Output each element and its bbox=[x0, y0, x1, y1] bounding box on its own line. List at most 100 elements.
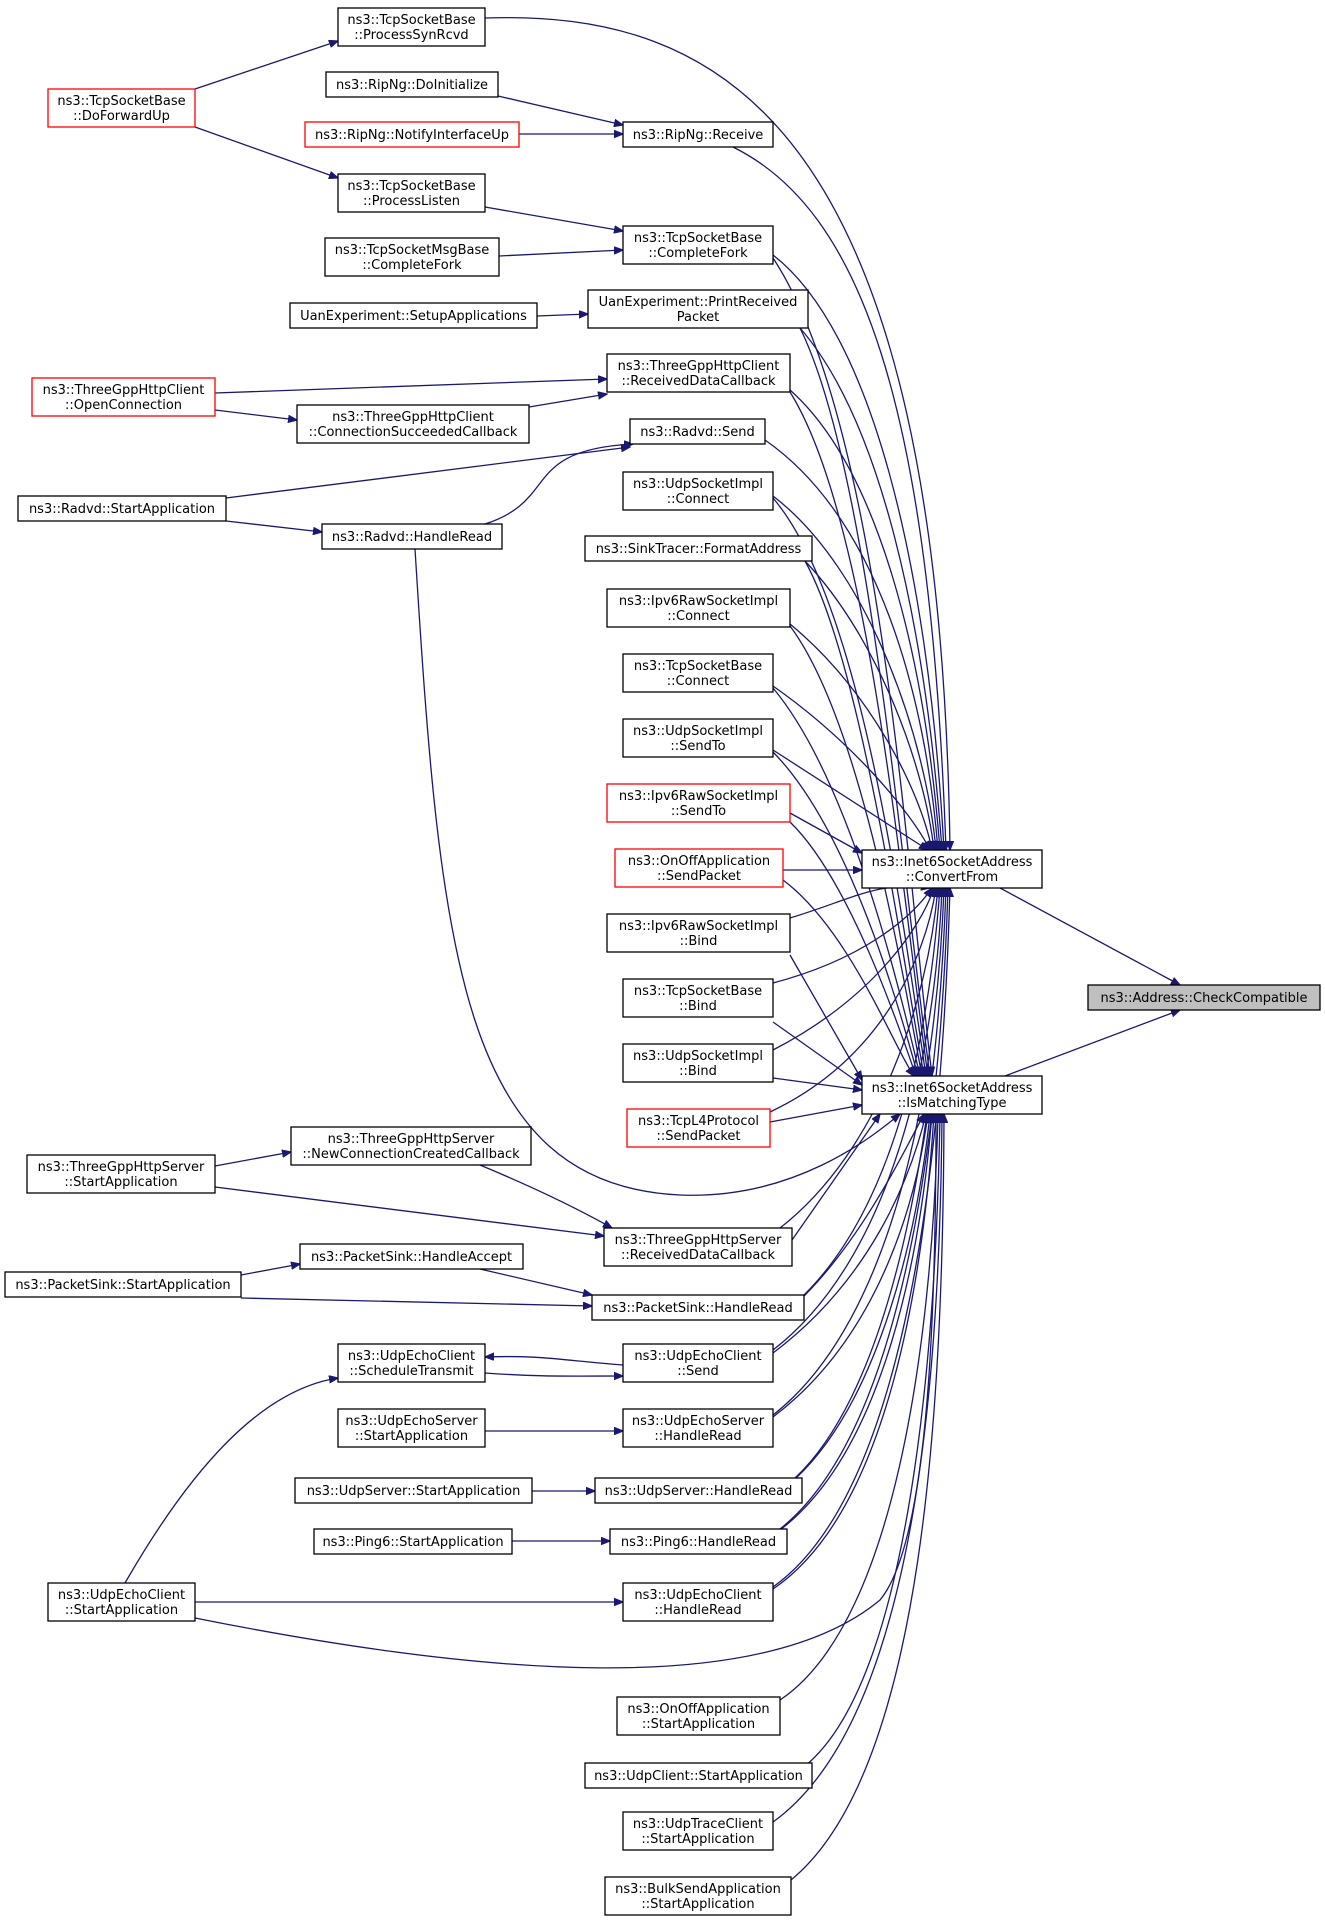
node-radvdsend[interactable]: ns3::Radvd::Send bbox=[629, 418, 766, 445]
node-udpconnect[interactable]: ns3::UdpSocketImpl::Connect bbox=[622, 471, 774, 511]
node-box bbox=[304, 121, 520, 148]
node-label: ::Connect bbox=[667, 492, 730, 507]
node-ripdoinit[interactable]: ns3::RipNg::DoInitialize bbox=[325, 71, 499, 98]
edge-udpconnect-to-convert bbox=[772, 495, 936, 850]
node-httpclirecv[interactable]: ns3::ThreeGppHttpClient::ReceivedDataCal… bbox=[606, 353, 791, 393]
node-echoclisend[interactable]: ns3::UdpEchoClient::Send bbox=[622, 1343, 774, 1383]
node-ip6rawconnect[interactable]: ns3::Ipv6RawSocketImpl::Connect bbox=[606, 588, 791, 628]
node-tcpdofwd[interactable]: ns3::TcpSocketBase::DoForwardUp bbox=[47, 88, 196, 128]
edge-httpsrvrecv-to-ismatch bbox=[791, 1114, 880, 1241]
node-convert[interactable]: ns3::Inet6SocketAddress::ConvertFrom bbox=[861, 849, 1043, 889]
node-label: ns3::PacketSink::HandleAccept bbox=[311, 1250, 512, 1265]
node-box bbox=[31, 377, 216, 417]
node-ip6rawsendto[interactable]: ns3::Ipv6RawSocketImpl::SendTo bbox=[606, 783, 791, 823]
node-ripreceive[interactable]: ns3::RipNg::Receive bbox=[622, 121, 774, 148]
edge-path bbox=[779, 888, 938, 1229]
node-bulkstart[interactable]: ns3::BulkSendApplication::StartApplicati… bbox=[604, 1876, 792, 1916]
node-udpsendto[interactable]: ns3::UdpSocketImpl::SendTo bbox=[622, 718, 774, 758]
edge-echoclisend-to-ismatch bbox=[772, 1114, 926, 1354]
edge-path bbox=[479, 1164, 612, 1228]
node-udptracestart[interactable]: ns3::UdpTraceClient::StartApplication bbox=[622, 1811, 774, 1851]
node-radvdstart[interactable]: ns3::Radvd::StartApplication bbox=[17, 495, 227, 522]
node-udpsrvstart[interactable]: ns3::UdpServer::StartApplication bbox=[294, 1477, 533, 1504]
edge-convert-to-check bbox=[999, 887, 1180, 985]
node-radvdread[interactable]: ns3::Radvd::HandleRead bbox=[321, 523, 503, 550]
edge-path bbox=[772, 257, 932, 1076]
node-label: ns3::UdpEchoClient bbox=[348, 1349, 475, 1364]
node-label: ns3::ThreeGppHttpServer bbox=[38, 1160, 205, 1175]
edge-path bbox=[764, 439, 938, 850]
edge-path bbox=[789, 821, 916, 1076]
node-tcplisten[interactable]: ns3::TcpSocketBase::ProcessListen bbox=[337, 173, 486, 213]
node-tcpmsgfork[interactable]: ns3::TcpSocketMsgBase::CompleteFork bbox=[324, 237, 500, 277]
node-label: UanExperiment::PrintReceived bbox=[599, 295, 798, 310]
edge-uanprint-to-ismatch bbox=[799, 327, 930, 1076]
edge-path bbox=[772, 888, 942, 1351]
node-box bbox=[861, 849, 1043, 889]
node-sinkstart[interactable]: ns3::PacketSink::StartApplication bbox=[4, 1271, 242, 1298]
edge-path bbox=[779, 1114, 938, 1701]
node-udpclistart[interactable]: ns3::UdpClient::StartApplication bbox=[584, 1762, 813, 1789]
node-label: ns3::TcpSocketMsgBase bbox=[335, 243, 490, 258]
node-box bbox=[26, 1154, 216, 1194]
node-label: ns3::Radvd::Send bbox=[640, 425, 754, 440]
node-httpsrvstart[interactable]: ns3::ThreeGppHttpServer::StartApplicatio… bbox=[26, 1154, 216, 1194]
node-udpbind[interactable]: ns3::UdpSocketImpl::Bind bbox=[622, 1043, 774, 1083]
node-box bbox=[584, 535, 813, 562]
node-httpsrvnew[interactable]: ns3::ThreeGppHttpServer::NewConnectionCr… bbox=[290, 1126, 532, 1166]
node-httpsrvrecv[interactable]: ns3::ThreeGppHttpServer::ReceivedDataCal… bbox=[603, 1227, 793, 1267]
edge-path bbox=[225, 447, 630, 499]
node-ping6start[interactable]: ns3::Ping6::StartApplication bbox=[313, 1528, 513, 1555]
edge-path bbox=[214, 409, 297, 420]
edge-ismatch-to-check bbox=[1004, 1010, 1180, 1077]
node-layer: ns3::Address::CheckCompatiblens3::Inet6S… bbox=[4, 7, 1321, 1916]
node-echosrvstart[interactable]: ns3::UdpEchoServer::StartApplication bbox=[337, 1408, 486, 1448]
edge-path bbox=[240, 1264, 300, 1276]
node-udpsrvread[interactable]: ns3::UdpServer::HandleRead bbox=[594, 1477, 803, 1504]
node-echoclistart[interactable]: ns3::UdpEchoClient::StartApplication bbox=[47, 1582, 196, 1622]
node-tcpconnect[interactable]: ns3::TcpSocketBase::Connect bbox=[622, 653, 774, 693]
node-uansetup[interactable]: UanExperiment::SetupApplications bbox=[289, 302, 538, 329]
node-box bbox=[622, 1408, 774, 1448]
node-echocliread[interactable]: ns3::UdpEchoClient::HandleRead bbox=[622, 1582, 774, 1622]
node-ripnotify[interactable]: ns3::RipNg::NotifyInterfaceUp bbox=[304, 121, 520, 148]
node-label: ::Bind bbox=[679, 1064, 717, 1079]
node-sinkread[interactable]: ns3::PacketSink::HandleRead bbox=[591, 1294, 805, 1321]
edge-tcpdofwd-to-tcplisten bbox=[194, 126, 338, 178]
node-sinkaccept[interactable]: ns3::PacketSink::HandleAccept bbox=[299, 1243, 524, 1270]
node-box bbox=[47, 1582, 196, 1622]
node-label: ::StartApplication bbox=[642, 1717, 755, 1732]
node-tcpfork[interactable]: ns3::TcpSocketBase::CompleteFork bbox=[622, 225, 774, 265]
node-label: ns3::UdpTraceClient bbox=[633, 1817, 763, 1832]
node-ip6rawbind[interactable]: ns3::Ipv6RawSocketImpl::Bind bbox=[606, 913, 791, 953]
node-tcpl4send[interactable]: ns3::TcpL4Protocol::SendPacket bbox=[626, 1108, 771, 1148]
edge-sinkfmt-to-convert bbox=[804, 560, 934, 850]
node-sinkfmt[interactable]: ns3::SinkTracer::FormatAddress bbox=[584, 535, 813, 562]
edge-ping6read-to-convert bbox=[779, 888, 948, 1530]
node-tcpsynrcvd[interactable]: ns3::TcpSocketBase::ProcessSynRcvd bbox=[337, 7, 486, 47]
node-box bbox=[606, 913, 791, 953]
edge-path bbox=[194, 41, 338, 90]
edge-path bbox=[779, 1114, 932, 1531]
node-echosrvread[interactable]: ns3::UdpEchoServer::HandleRead bbox=[622, 1408, 774, 1448]
node-box bbox=[321, 523, 503, 550]
node-echocliSched[interactable]: ns3::UdpEchoClient::ScheduleTransmit bbox=[337, 1343, 486, 1383]
node-httpclisucc[interactable]: ns3::ThreeGppHttpClient::ConnectionSucce… bbox=[296, 404, 530, 444]
edge-radvdstart-to-radvdread bbox=[225, 520, 322, 532]
node-label: ns3::Address::CheckCompatible bbox=[1100, 991, 1307, 1006]
node-onoffstart[interactable]: ns3::OnOffApplication::StartApplication bbox=[616, 1696, 781, 1736]
node-tcpbind[interactable]: ns3::TcpSocketBase::Bind bbox=[622, 978, 774, 1018]
edge-path bbox=[794, 888, 946, 1479]
node-onoffsend[interactable]: ns3::OnOffApplication::SendPacket bbox=[614, 848, 784, 888]
node-ismatch[interactable]: ns3::Inet6SocketAddress::IsMatchingType bbox=[861, 1075, 1043, 1115]
node-label: ns3::UdpClient::StartApplication bbox=[594, 1769, 803, 1784]
node-label: ::SendPacket bbox=[657, 869, 741, 884]
node-label: ns3::Ping6::StartApplication bbox=[322, 1535, 503, 1550]
node-httpcliopen[interactable]: ns3::ThreeGppHttpClient::OpenConnection bbox=[31, 377, 216, 417]
node-box bbox=[290, 1126, 532, 1166]
edge-ripreceive-to-convert bbox=[732, 146, 946, 850]
edge-tcpbind-to-ismatch bbox=[772, 1021, 862, 1085]
node-ping6read[interactable]: ns3::Ping6::HandleRead bbox=[609, 1528, 788, 1555]
